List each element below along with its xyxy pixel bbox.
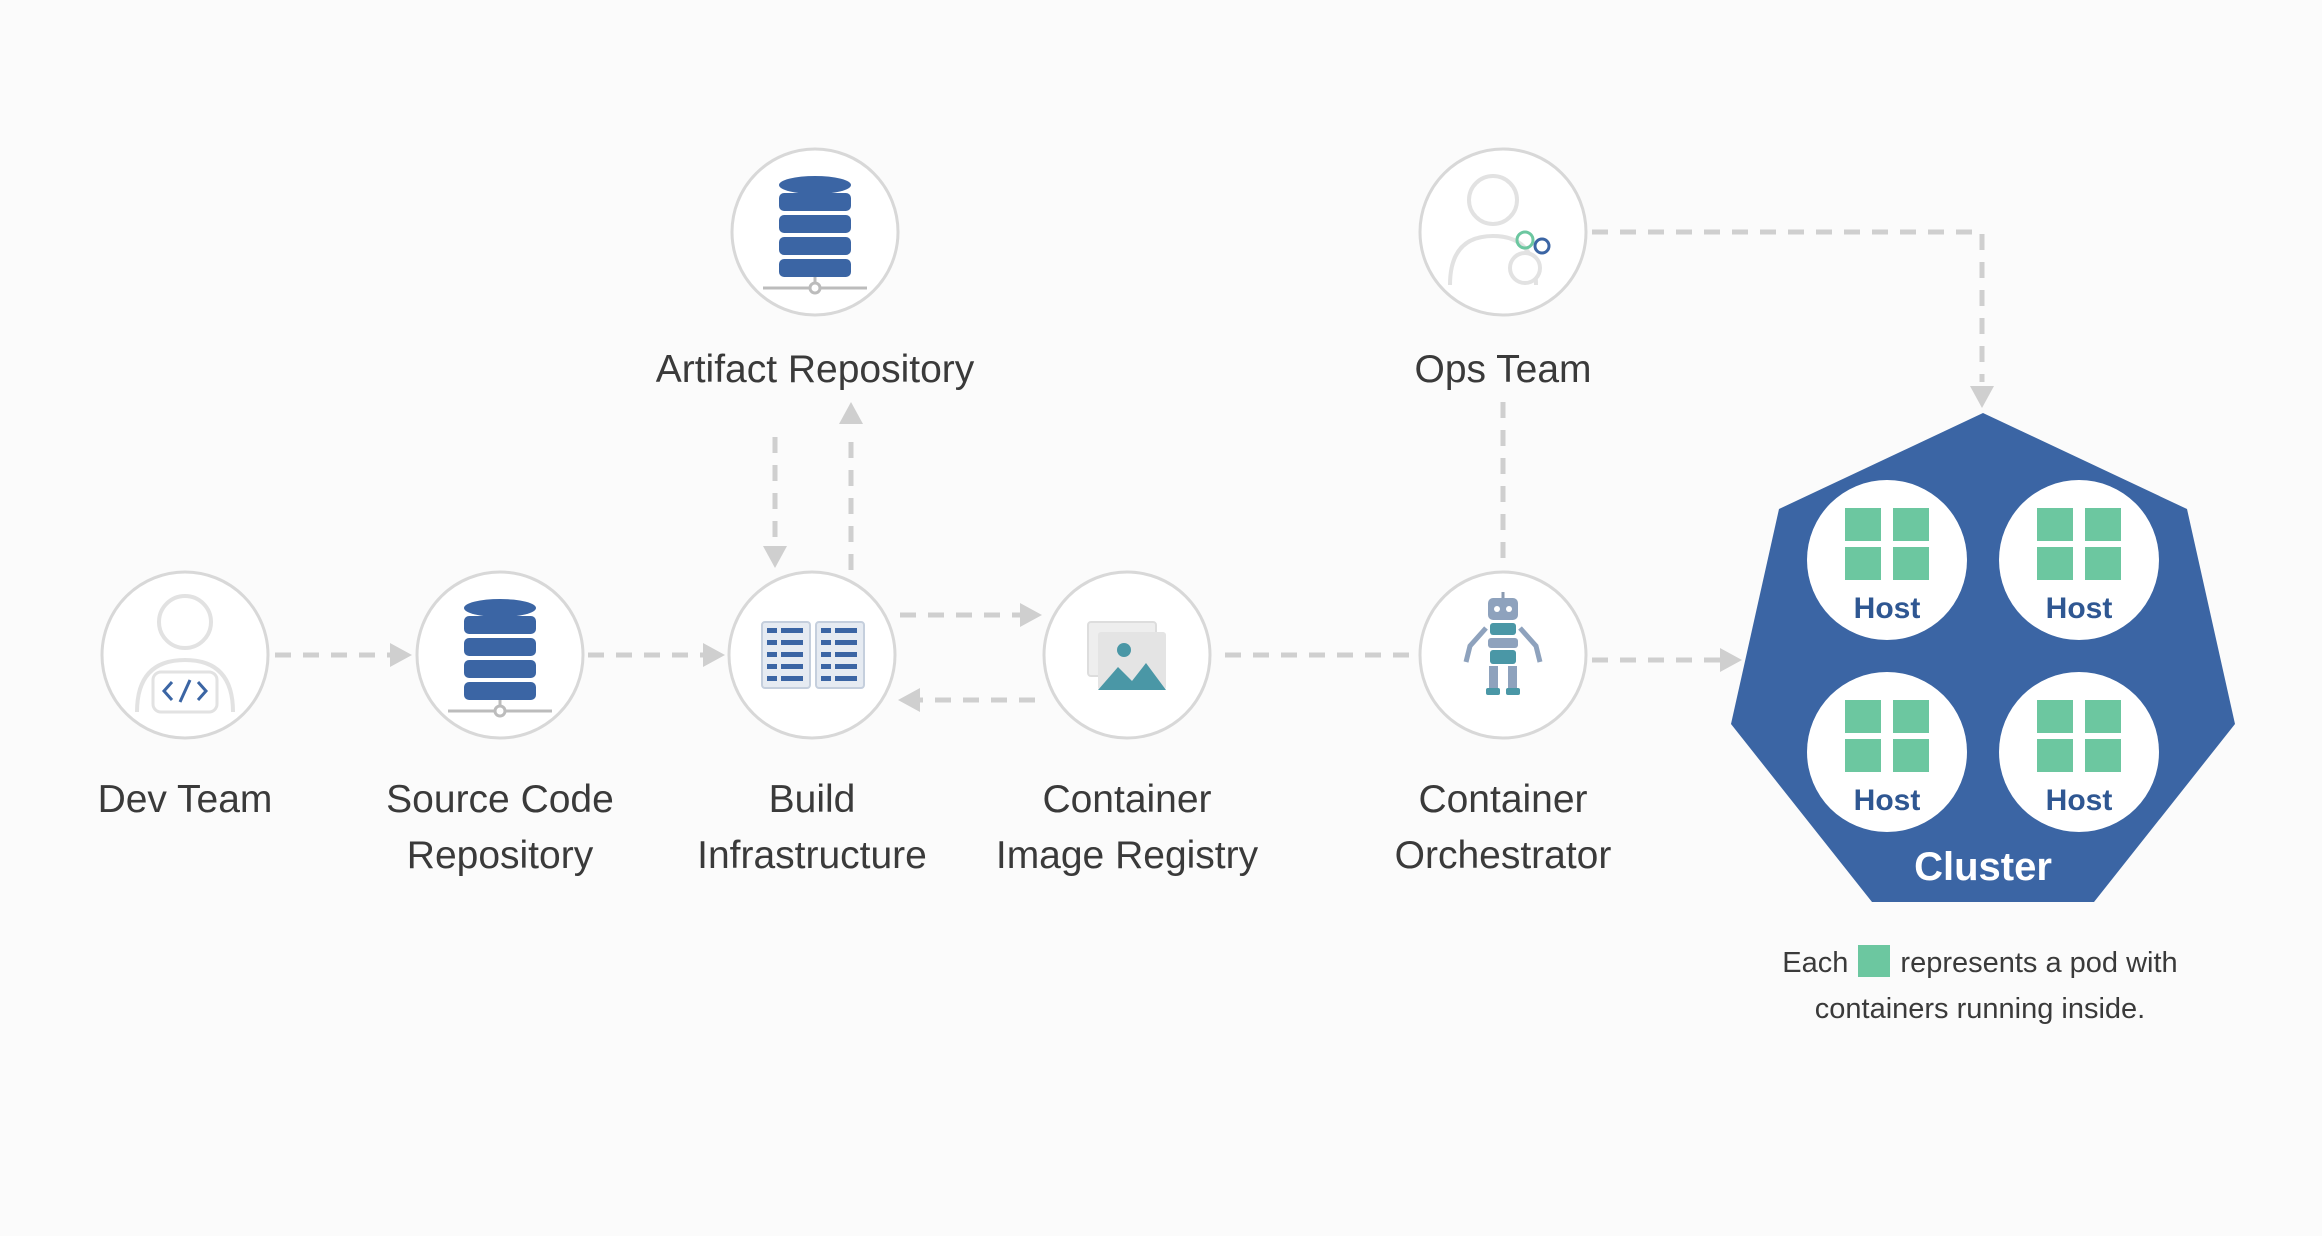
robot-icon [1463, 592, 1543, 695]
connectors [275, 229, 1994, 712]
database-icon [448, 599, 552, 718]
ops-team-node [1418, 147, 1588, 317]
host-label: Host [1854, 784, 1921, 817]
dev-team-label: Dev Team [55, 772, 315, 828]
source-code-label-line1: Source Code [386, 778, 614, 821]
host-4: Host [1999, 672, 2159, 832]
artifact-repository-label: Artifact Repository [615, 342, 1015, 398]
arrowhead-dev-to-source [390, 643, 412, 667]
dev-team-node [100, 570, 270, 740]
operator-icon [1448, 174, 1551, 286]
server-rack-icon [761, 621, 865, 689]
pod-legend-line1: Each represents a pod with [1700, 940, 2260, 986]
dev-team-label-text: Dev Team [97, 778, 273, 821]
image-registry-label: Container Image Registry [962, 772, 1292, 884]
arrowhead-build-to-artifact [839, 402, 863, 424]
source-code-label: Source Code Repository [350, 772, 650, 884]
artifact-repository-label-text: Artifact Repository [655, 348, 975, 391]
build-infrastructure-node [727, 570, 897, 740]
ops-team-label-text: Ops Team [1414, 348, 1592, 391]
arrowhead-source-to-build [703, 643, 725, 667]
arrowhead-orchestrator-to-cluster [1720, 648, 1742, 672]
image-registry-node [1042, 570, 1212, 740]
pod-icon [1845, 700, 1929, 772]
orchestrator-label-line1: Container [1418, 778, 1588, 821]
image-icon [1087, 621, 1166, 690]
orchestrator-label: Container Orchestrator [1353, 772, 1653, 884]
orchestrator-label-line2: Orchestrator [1394, 834, 1612, 877]
source-code-label-line2: Repository [406, 834, 594, 877]
build-infrastructure-label-line1: Build [768, 778, 856, 821]
arrowhead-registry-to-build [898, 688, 920, 712]
pod-legend-line2: containers running inside. [1814, 993, 2146, 1025]
host-3: Host [1807, 672, 1967, 832]
image-registry-label-line1: Container [1042, 778, 1212, 821]
source-code-node [415, 570, 585, 740]
build-infrastructure-label: Build Infrastructure [662, 772, 962, 884]
build-infrastructure-label-line2: Infrastructure [697, 834, 927, 877]
arrowhead-artifact-to-build [763, 546, 787, 568]
image-registry-label-line2: Image Registry [995, 834, 1259, 877]
pod-icon [1845, 508, 1929, 580]
cluster-heptagon [1731, 413, 2235, 902]
host-1: Host [1807, 480, 1967, 640]
pod-legend-each: Each [1782, 947, 1849, 979]
pod-icon [2037, 700, 2121, 772]
ops-team-label: Ops Team [1353, 342, 1653, 398]
edge-ops-to-cluster [1592, 229, 1985, 382]
pod-swatch-icon [1858, 945, 1891, 977]
cluster-label: Cluster [1914, 845, 2052, 889]
database-icon [763, 176, 867, 295]
cluster: Host Host Host Host Clust [1731, 413, 2235, 902]
arrowhead-build-to-registry [1020, 603, 1042, 627]
orchestrator-node [1418, 570, 1588, 740]
host-label: Host [2046, 592, 2113, 625]
arrowhead-ops-to-cluster [1970, 386, 1994, 408]
host-label: Host [2046, 784, 2113, 817]
host-2: Host [1999, 480, 2159, 640]
pod-legend-represents: represents a pod with [1900, 947, 2178, 979]
developer-icon [135, 594, 235, 714]
artifact-repository-node [730, 147, 900, 317]
pod-legend-note: Each represents a pod with containers run… [1700, 940, 2260, 1032]
host-label: Host [1854, 592, 1921, 625]
pod-icon [2037, 508, 2121, 580]
